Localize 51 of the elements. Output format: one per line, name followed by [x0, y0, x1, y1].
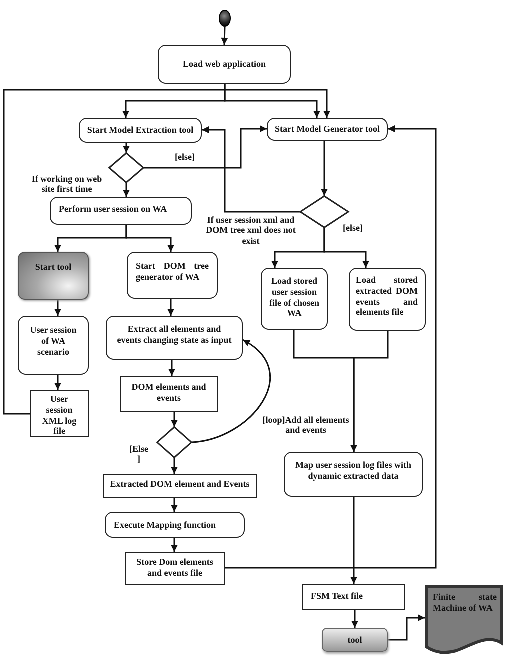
- arrow: [224, 84, 320, 118]
- arrow: [171, 412, 178, 427]
- arrow: [144, 126, 267, 169]
- activity-box: Load stored user session file of chosen WA: [261, 268, 328, 330]
- object-box: User session XML log file: [30, 390, 89, 437]
- initial-node: [219, 10, 231, 27]
- arrow: [221, 26, 228, 46]
- edge-label: [else]: [342, 223, 364, 234]
- arrow: [126, 225, 174, 252]
- arrow: [202, 126, 300, 213]
- arrow: [225, 126, 437, 569]
- decision-diamond: [157, 427, 192, 458]
- arrow: [168, 299, 174, 316]
- object-box: Extracted DOM element and Events: [103, 474, 257, 498]
- arrow: [324, 228, 370, 268]
- arrow: [171, 458, 178, 474]
- arrow: [54, 375, 62, 390]
- arrow: [171, 538, 178, 552]
- arrow: [54, 300, 62, 316]
- object-box: Store Dom elements and events file: [125, 552, 225, 585]
- edge-label: If working on web site first time: [30, 174, 104, 195]
- document-shape: Finite state Machine of WA: [425, 585, 503, 655]
- arrow: [350, 331, 389, 452]
- edge-label: [else]: [174, 152, 196, 162]
- activity-box: Load stored extracted DOM events and elements file: [349, 268, 426, 331]
- shaded-activity-box: Start tool: [18, 252, 89, 300]
- object-box: DOM elements and events: [120, 376, 218, 412]
- object-box: FSM Text file: [302, 584, 405, 610]
- edge-label: If user session xml and DOM tree xml does not exist: [205, 215, 297, 246]
- decision-diamond: [109, 153, 144, 183]
- activity-box: Start DOM tree generator of WA: [127, 252, 218, 299]
- arrow: [171, 498, 178, 512]
- activity-box: Start Model Generator tool: [267, 118, 388, 141]
- edge-label: [loop]Add all elements and events: [262, 415, 350, 436]
- activity-box: Extract all elements and events changing state as input: [106, 316, 243, 360]
- arrow: [388, 614, 425, 641]
- arrow: [168, 360, 176, 376]
- arrow: [123, 143, 130, 153]
- arrow: [352, 610, 358, 628]
- shaded-activity-box: tool: [322, 628, 388, 652]
- activity-box: Execute Mapping function: [105, 512, 245, 538]
- activity-box: User session of WA scenario: [18, 316, 89, 375]
- edge-label: [Else ]: [128, 444, 150, 465]
- arrow: [321, 141, 328, 196]
- activity-box: Perform user session on WA: [50, 197, 192, 225]
- curved-arrow: [192, 339, 271, 444]
- arrow: [350, 497, 358, 584]
- activity-box: Map user session log files with dynamic extracted data: [284, 452, 423, 497]
- arrow: [123, 183, 130, 197]
- activity-box: Load web application: [158, 45, 291, 84]
- activity-box: Start Model Extraction tool: [79, 118, 202, 143]
